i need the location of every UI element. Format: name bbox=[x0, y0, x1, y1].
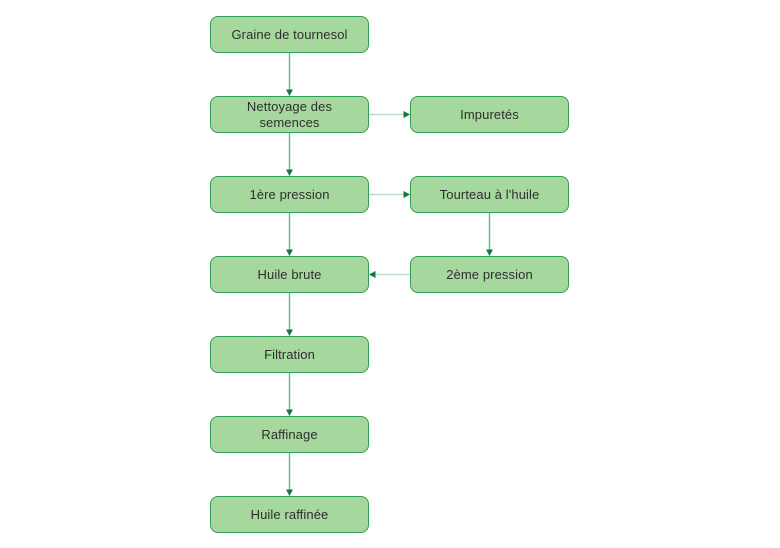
node-filtration: Filtration bbox=[210, 336, 369, 373]
node-1ere-pression: 1ère pression bbox=[210, 176, 369, 213]
node-2eme-pression: 2ème pression bbox=[410, 256, 569, 293]
node-huile-raffinee: Huile raffinée bbox=[210, 496, 369, 533]
node-graine-de-tournesol: Graine de tournesol bbox=[210, 16, 369, 53]
node-raffinage: Raffinage bbox=[210, 416, 369, 453]
node-label: Huile raffinée bbox=[250, 506, 329, 522]
node-label: Graine de tournesol bbox=[231, 26, 348, 42]
node-label: 1ère pression bbox=[249, 186, 330, 202]
arrow-tourteau-to-pression2 bbox=[486, 213, 493, 256]
arrow-pression1-to-tourteau bbox=[369, 191, 410, 198]
node-label: Huile brute bbox=[257, 266, 322, 282]
node-nettoyage-des-semences: Nettoyage des semences bbox=[210, 96, 369, 133]
node-label: Filtration bbox=[264, 346, 315, 362]
arrow-huile-brute-to-filtration bbox=[286, 293, 293, 336]
arrow-graine-to-nettoyage bbox=[286, 53, 293, 96]
arrow-nettoyage-to-impuretes bbox=[369, 111, 410, 118]
node-label: Raffinage bbox=[261, 426, 318, 442]
node-label: Tourteau à l'huile bbox=[439, 186, 540, 202]
node-tourteau-a-l-huile: Tourteau à l'huile bbox=[410, 176, 569, 213]
arrow-pression2-to-huile-brute bbox=[369, 271, 410, 278]
node-label: 2ème pression bbox=[446, 266, 533, 282]
node-huile-brute: Huile brute bbox=[210, 256, 369, 293]
arrow-filtration-to-raffinage bbox=[286, 373, 293, 416]
arrow-pression1-to-huile-brute bbox=[286, 213, 293, 256]
node-impuretes: Impuretés bbox=[410, 96, 569, 133]
arrow-raffinage-to-huile-raffinee bbox=[286, 453, 293, 496]
node-label: Nettoyage des semences bbox=[246, 99, 333, 130]
arrow-nettoyage-to-pression1 bbox=[286, 133, 293, 176]
node-label: Impuretés bbox=[460, 106, 519, 122]
